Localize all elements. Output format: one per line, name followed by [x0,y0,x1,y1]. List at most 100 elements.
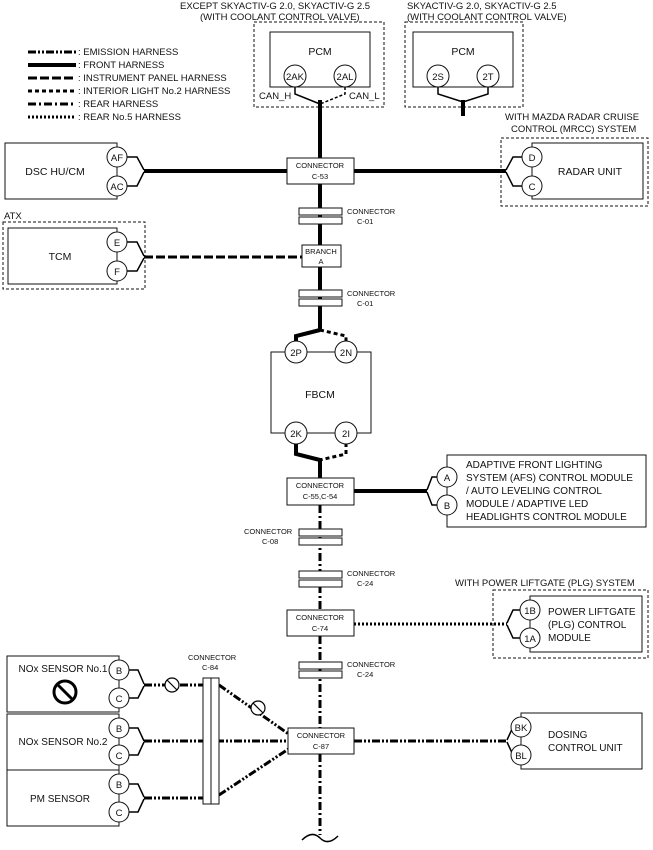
pm-box [6,769,120,827]
pcm-a-can-h-label: CAN_H [259,91,291,102]
c24-upper-plug-a [298,570,343,579]
frame-plg [492,589,649,659]
c53-box [286,157,355,185]
wire-fbcm-2k [294,443,321,462]
frame-atx [2,221,146,290]
wire-afs-a [426,476,437,491]
frame-skyactiv [404,21,524,108]
legend-label-front: : FRONT HARNESS [78,60,164,71]
plg-pin-2-label: 1A [524,634,536,645]
connector-c08: CONNECTOR C-08 [244,527,343,546]
wire-break-mark [301,833,339,843]
afs-pin-1-label: A [444,473,451,484]
fbcm-pin-bl-label: 2K [290,429,302,440]
c55-title: CONNECTOR [296,481,345,490]
c01-lower-title: CONNECTOR [347,289,396,298]
c84-plug-a [202,677,212,805]
wire-tcm-e [127,241,145,257]
plg-pin-1-label: 1B [524,606,536,617]
dsc-pin-1 [106,146,128,168]
wire-plg-1a [506,624,520,639]
wire-dsc-ac [127,171,145,187]
wire-pcm-a-can-h [294,87,321,105]
nox2-pin-2-label: C [116,751,123,762]
branch-a-id: A [318,257,323,266]
fbcm-pin-br-label: 2I [342,429,350,440]
connector-c55-c54: CONNECTOR C-55,C-54 [286,477,355,506]
c01-upper-plug-a [298,207,343,216]
fbcm-pin-tl-label: 2P [290,348,302,359]
dosing-label-line-2: CONTROL UNIT [548,743,623,754]
wire-fbcm-2i [319,443,348,462]
wire-pcm-b-2s [437,87,464,103]
module-radar: RADAR UNIT D C [521,142,644,200]
wire-nox2-c [129,741,145,756]
module-pcm-a: PCM 2AK 2AL CAN_H CAN_L [259,31,380,102]
label-atx: ATX [4,211,22,222]
frame-except-skyactiv [253,21,385,108]
wire-pm-c [129,798,145,813]
connector-c24-lower: CONNECTOR C-24 [298,660,396,679]
c87-id: C-87 [313,742,329,751]
prohibit-small-slash-2 [252,702,264,714]
radar-box [531,142,644,200]
connector-c87: CONNECTOR C-87 [287,727,355,755]
fbcm-pin-br [334,421,358,445]
label-except-skyactiv-1: EXCEPT SKYACTIV-G 2.0, SKYACTIV-G 2.5 [180,1,370,12]
tcm-label: TCM [49,251,72,263]
wire-radar-c [505,171,522,187]
pcm-a-pin-2 [333,64,357,88]
pm-pin-1 [108,773,130,795]
tcm-pin-2 [106,260,128,282]
label-skyactiv-1: SKYACTIV-G 2.0, SKYACTIV-G 2.5 [407,1,557,12]
plg-label-line-3: MODULE [548,633,591,644]
plg-pin-2 [519,627,541,649]
dsc-pin-2 [106,175,128,197]
pcm-b-pin-2 [476,64,500,88]
fbcm-box [270,351,372,434]
c55-id: C-55,C-54 [303,492,338,501]
frame-mrcc [500,137,649,207]
c01-upper-plug-b [298,216,343,225]
dosing-label-line-1: DOSING [548,730,588,741]
pcm-b-label: PCM [451,46,474,58]
wire-pcm-b-2t [462,87,489,103]
label-plg: WITH POWER LIFTGATE (PLG) SYSTEM [455,578,635,589]
wire-cut-marks [164,677,266,716]
c87-box [287,727,355,755]
c24-upper-plug-b [298,579,343,588]
legend-label-instrument: : INSTRUMENT PANEL HARNESS [78,73,227,84]
dosing-pin-1-label: BK [515,723,528,734]
nox2-pin-2 [108,744,130,766]
connector-c01-upper: CONNECTOR C-01 [298,207,396,226]
c01-upper-title: CONNECTOR [347,207,396,216]
c08-plug-b [298,537,343,546]
radar-pin-2-label: C [529,182,536,193]
c01-lower-plug-a [298,289,343,298]
nox1-label: NOx SENSOR No.1 [19,664,108,675]
c53-id: C-53 [312,172,328,181]
dosing-pin-2-label: BL [515,751,527,762]
module-nox1: NOx SENSOR No.1 B C [6,655,130,713]
tcm-box [7,227,118,285]
nox2-pin-1-label: B [116,724,122,735]
module-tcm: TCM E F [7,227,128,285]
prohibit-icon-slash [55,682,75,702]
module-dsc: DSC HU/CM AF AC [4,142,128,200]
c24-lower-id: C-24 [357,670,373,679]
dosing-box [520,712,643,770]
pm-pin-2 [108,801,130,823]
wire-pcm-a-can-l [319,87,346,105]
pcm-b-pin-1-label: 2S [432,72,444,83]
wire-nox1-b [129,669,145,685]
c84-title: CONNECTOR [188,653,237,662]
plg-pin-1 [519,599,541,621]
wire-tcm-f [127,257,145,272]
c53-title: CONNECTOR [296,161,345,170]
module-plg: 1B 1A POWER LIFTGATE (PLG) CONTROL MODUL… [519,595,643,653]
afs-label-line-1: ADAPTIVE FRONT LIGHTING [466,460,603,471]
c74-box [286,609,355,637]
nox2-pin-1 [108,717,130,739]
c84-id: C-84 [202,663,218,672]
